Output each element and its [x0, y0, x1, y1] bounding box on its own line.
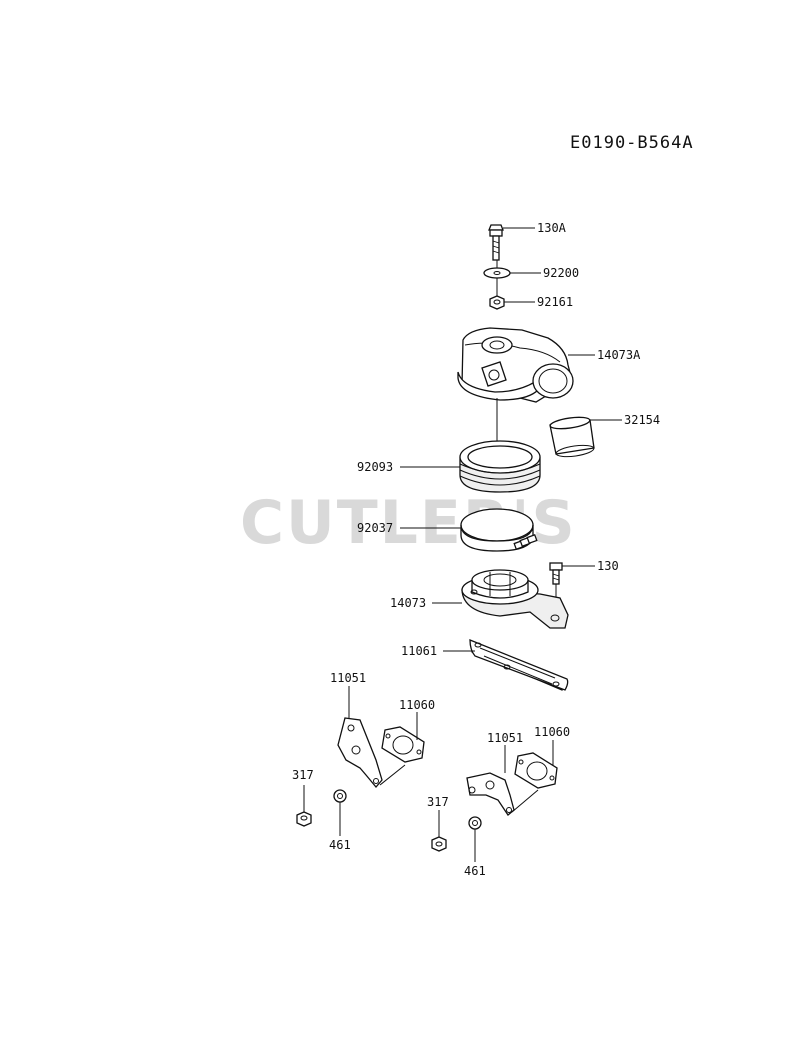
diagram-code: E0190-B564A — [570, 133, 694, 153]
part-label-461-right: 461 — [464, 864, 486, 878]
sleeve-32154-part — [549, 416, 595, 458]
base-14073-part — [461, 569, 569, 629]
part-label-92037: 92037 — [357, 521, 393, 535]
part-label-11051-left: 11051 — [330, 671, 366, 685]
nut-317-right-part — [431, 836, 447, 852]
air-cleaner-case-14073a-part — [457, 327, 574, 403]
part-label-92200: 92200 — [543, 266, 579, 280]
part-label-11051-right: 11051 — [487, 731, 523, 745]
washer-92200-part — [483, 267, 511, 279]
washer-461-right-part — [468, 816, 482, 830]
part-label-130a: 130A — [537, 221, 567, 235]
part-label-11060-right: 11060 — [534, 725, 570, 739]
washer-461-left-part — [333, 789, 347, 803]
nut-317-left-part — [296, 811, 312, 827]
bracket-11051-right-part — [466, 772, 515, 816]
part-label-14073a: 14073A — [597, 348, 641, 362]
part-label-11061: 11061 — [401, 644, 437, 658]
bolt-130a-part — [488, 224, 504, 261]
part-label-14073: 14073 — [390, 596, 426, 610]
gasket-11060-left-part — [381, 726, 425, 763]
bracket-11051-left-part — [337, 717, 383, 789]
part-label-461-left: 461 — [329, 838, 351, 852]
gasket-11060-right-part — [514, 752, 558, 789]
part-label-92161: 92161 — [537, 295, 573, 309]
clamp-band-92037-part — [460, 508, 538, 552]
element-92093-part — [459, 440, 541, 493]
part-label-92093: 92093 — [357, 460, 393, 474]
gasket-11061-part — [469, 639, 569, 691]
part-label-317-left: 317 — [292, 768, 314, 782]
bolt-130-part — [549, 562, 563, 585]
part-label-130: 130 — [597, 559, 619, 573]
nut-92161-part — [489, 295, 505, 310]
part-label-32154: 32154 — [624, 413, 660, 427]
part-label-317-right: 317 — [427, 795, 449, 809]
part-label-11060-left: 11060 — [399, 698, 435, 712]
